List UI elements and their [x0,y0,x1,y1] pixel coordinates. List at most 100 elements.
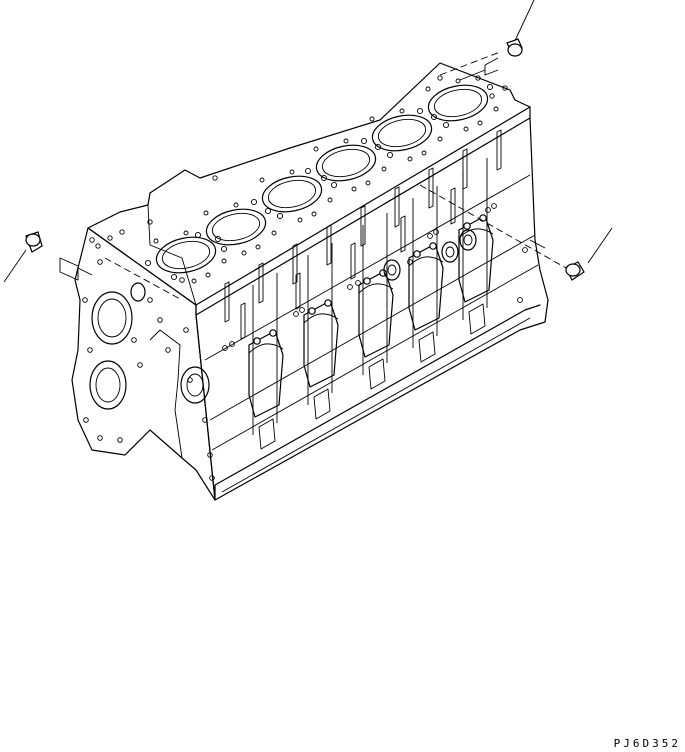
deck-hole [250,198,258,206]
front-bolt-hole [82,297,88,303]
front-bearing-bore [186,373,204,397]
side-bolt [517,297,523,303]
deck-hole [437,136,443,142]
cap-bolt [429,242,437,250]
bearing-saddle [248,343,284,354]
front-face-holes [82,237,215,481]
cap-bolt [308,307,316,315]
deck-hole [386,151,394,159]
front-face-step [147,204,197,306]
side-bolt [299,307,305,313]
top-deck [87,62,531,306]
deck-hole [170,273,178,281]
deck-hole [327,197,333,203]
front-bolt-hole [97,435,103,441]
bore-6 [427,84,489,122]
cylinder-block [71,62,549,501]
front-bolt-hole [83,417,89,423]
side-slot [326,224,332,266]
bulkhead-slot [400,215,406,253]
cap-bolt [463,222,471,230]
cap-bolt [413,250,421,258]
deck-hole [502,85,508,91]
deck-hole [421,150,427,156]
side-bolt [222,345,228,351]
lower-pad [368,358,386,390]
deck-hole [463,126,469,132]
front-bolt-hole [165,347,171,353]
cam-bore-inner [387,264,397,276]
bearing-saddle [303,313,339,324]
deck-hole [212,175,218,181]
deck-hole [95,243,101,249]
deck-hole [381,166,387,172]
deck-hole [313,146,319,152]
deck-hole [255,244,261,250]
bore-1 [155,236,217,274]
front-bolt-hole [157,317,163,323]
front-bolt-hole [147,297,153,303]
front-bolt-hole [202,417,208,423]
side-stringer [211,264,539,451]
front-recess [149,329,183,459]
deck-hole [320,174,328,182]
cap-bolt [324,299,332,307]
plug-right [419,184,613,281]
pan-rail [214,304,541,501]
cap-bolt [269,329,277,337]
front-bolt-hole [137,362,143,368]
bulkhead-slot [350,242,356,280]
front-bolt-hole [131,337,137,343]
deck-hole [343,138,349,144]
bore-3 [261,175,323,213]
deck-hole [241,250,247,256]
side-bolt [347,284,353,290]
front-face-features [89,282,146,410]
side-bolt [355,280,361,286]
deck-hole [205,272,211,278]
bearing-saddle [408,256,444,267]
cap-bolt [363,277,371,285]
deck-hole [191,278,197,284]
deck-hole [107,235,113,241]
bore-4 [315,144,377,182]
side-slot [496,129,502,171]
front-bearing-housing [180,366,210,404]
front-bolt-hole [97,259,103,265]
cylinder-bores [155,84,489,274]
drawing-code: PJ6D352 [613,737,681,750]
deck-hole [147,219,153,225]
front-bolt-hole [179,277,185,283]
deck-hole [442,121,450,129]
deck-hole [430,113,438,121]
side-slot [292,243,298,285]
bearing-saddle [458,228,494,239]
side-bolt [293,311,299,317]
deck-hole [119,229,125,235]
cap-bolt [479,214,487,222]
side-bolt [491,203,497,209]
cam-bore [383,259,401,281]
deck-hole [493,106,499,112]
deck-hole [183,230,189,236]
plug-left [3,231,93,283]
front-bolt-hole [207,452,213,458]
deck-hole [489,93,495,99]
front-bolt-hole [209,475,215,481]
deck-hole [360,137,368,145]
deck-hole [233,202,239,208]
bulkhead-slot [295,272,301,310]
bulkhead-slot [240,302,246,340]
deck-hole [351,186,357,192]
deck-hole [271,230,277,236]
side-bolt [427,233,433,239]
front-bore-upper [91,291,133,345]
side-slot [428,167,434,209]
deck-hole [477,120,483,126]
leader-top [439,51,501,76]
lower-pad [313,388,331,420]
front-bore-small [130,282,146,302]
side-slot [258,262,264,304]
front-bolt-hole [87,347,93,353]
